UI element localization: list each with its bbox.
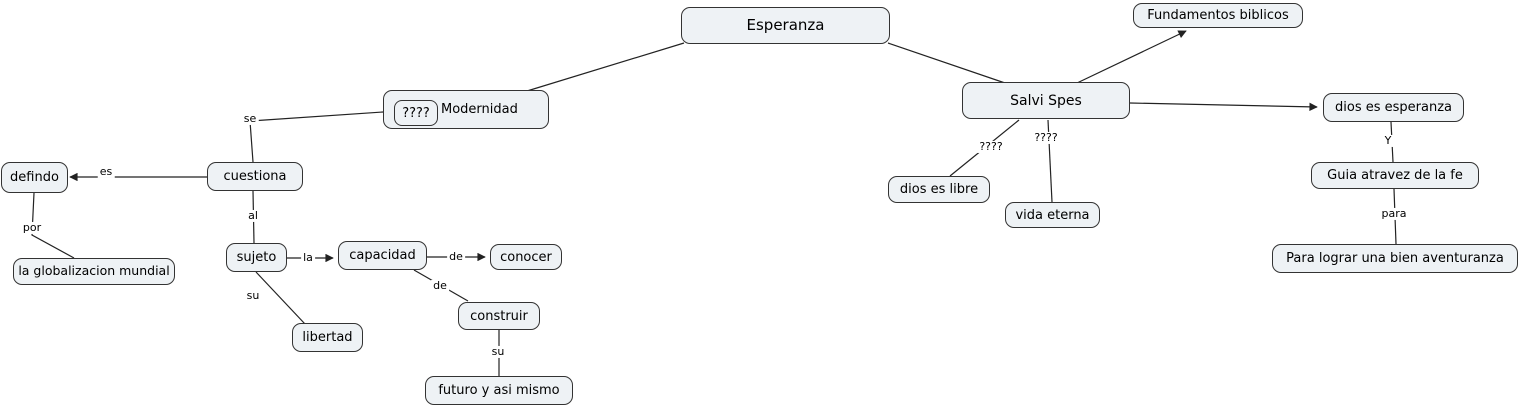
node-guia-atravez-de-la-fe[interactable]: Guia atravez de la fe xyxy=(1311,162,1479,189)
edge-line-cuestiona-se-modernidad[interactable] xyxy=(249,111,384,163)
edge-line-esperanza-salvi-spes[interactable] xyxy=(887,42,1006,84)
edge-label-su-futuro[interactable]: su xyxy=(489,344,507,359)
edge-label-para[interactable]: para xyxy=(1379,206,1409,221)
edge-label-es[interactable]: es xyxy=(97,164,115,179)
node-conocer[interactable]: conocer xyxy=(490,244,562,270)
edge-label-se[interactable]: se xyxy=(241,111,259,126)
node-fundamentos-biblicos[interactable]: Fundamentos biblicos xyxy=(1133,3,1303,28)
edge-label-su-libertad[interactable]: su xyxy=(244,288,262,303)
node-futuro-y-asi-mismo[interactable]: futuro y asi mismo xyxy=(425,376,573,405)
edge-line-defindo-por-globalizacion[interactable] xyxy=(31,192,75,259)
node-dios-es-libre[interactable]: dios es libre xyxy=(888,176,990,203)
node-modernidad-question[interactable]: ???? xyxy=(394,100,438,126)
node-libertad[interactable]: libertad xyxy=(292,323,363,352)
edge-label-q-vida-eterna[interactable]: ???? xyxy=(1032,130,1060,145)
edge-label-de-construir[interactable]: de xyxy=(431,278,449,293)
node-vida-eterna[interactable]: vida eterna xyxy=(1005,202,1100,228)
node-capacidad[interactable]: capacidad xyxy=(338,241,427,270)
edge-label-y[interactable]: Y xyxy=(1382,133,1394,148)
edge-line-esperanza-modernidad[interactable] xyxy=(526,42,685,92)
node-esperanza[interactable]: Esperanza xyxy=(681,7,890,44)
edge-label-al[interactable]: al xyxy=(246,208,260,223)
node-cuestiona[interactable]: cuestiona xyxy=(207,162,303,191)
edge-label-de-conocer[interactable]: de xyxy=(447,249,465,264)
node-defindo[interactable]: defindo xyxy=(1,162,68,193)
node-construir[interactable]: construir xyxy=(458,302,540,330)
edge-line-sujeto-su-libertad[interactable] xyxy=(255,271,306,325)
edge-label-la[interactable]: la xyxy=(301,250,315,265)
edge-label-q-dios-es-libre[interactable]: ???? xyxy=(977,139,1005,154)
node-sujeto[interactable]: sujeto xyxy=(226,243,287,272)
edge-line-salvi-spes-fundamentos[interactable] xyxy=(1076,30,1187,84)
node-salvi-spes[interactable]: Salvi Spes xyxy=(962,82,1130,119)
edge-line-salvi-spes-dios-es-esperanza[interactable] xyxy=(1129,102,1318,112)
node-la-globalizacion-mundial[interactable]: la globalizacion mundial xyxy=(13,258,175,285)
edge-label-por[interactable]: por xyxy=(20,220,44,235)
node-para-lograr-una-bien-aventuranza[interactable]: Para lograr una bien aventuranza xyxy=(1272,244,1518,273)
node-dios-es-esperanza[interactable]: dios es esperanza xyxy=(1323,93,1464,122)
